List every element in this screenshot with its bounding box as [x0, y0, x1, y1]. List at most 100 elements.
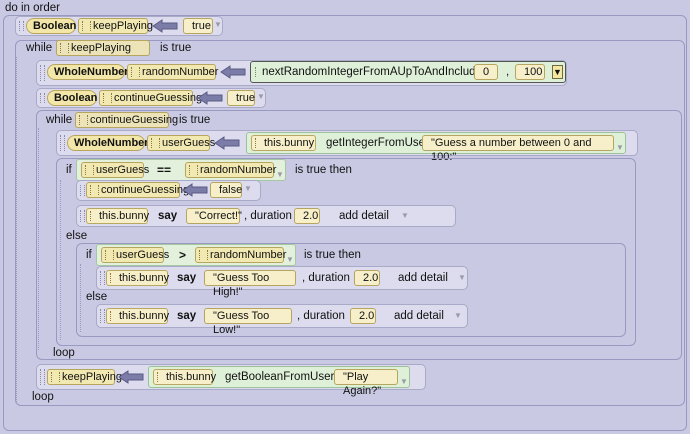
variable-continueguessing[interactable]: continueGuessing [99, 90, 202, 106]
variable-continueguessing[interactable]: continueGuessing [86, 182, 189, 198]
assign-arrow-icon [182, 183, 208, 197]
type-boolean[interactable]: Boolean [26, 18, 76, 34]
operand-userguess[interactable]: userGuess [81, 162, 149, 178]
prompt-string[interactable]: "Play Again?" [334, 369, 398, 397]
argument-separator: , [506, 66, 510, 78]
while-is-true: is true [179, 114, 211, 126]
duration-value[interactable]: 2.0 [354, 270, 380, 286]
if-block-equal [56, 158, 636, 346]
operand-userguess[interactable]: userGuess [101, 247, 169, 263]
duration-label: , duration [302, 272, 350, 284]
while-loop-outer [15, 40, 685, 406]
method-name: getBooleanFromUser [225, 371, 335, 383]
drag-grip-icon[interactable] [60, 135, 65, 151]
say-text[interactable]: "Correct!" [186, 208, 242, 224]
menu-triangle-icon[interactable]: ▼ [552, 65, 563, 79]
type-wholenumber[interactable]: WholeNumber [47, 64, 129, 80]
condition-equals[interactable]: userGuess == randomNumber ▼ [76, 159, 286, 181]
dropdown-triangle-icon[interactable]: ▼ [400, 377, 408, 386]
object-this-bunny[interactable]: this.bunny [153, 369, 216, 385]
assign-arrow-icon [197, 91, 223, 105]
literal-false[interactable]: false [210, 182, 242, 198]
drag-grip-icon[interactable] [100, 309, 105, 323]
method-say: say [177, 310, 197, 322]
variable-randomnumber[interactable]: randomNumber [127, 64, 218, 80]
assign-arrow-icon [118, 370, 144, 384]
while-keyword: while [46, 114, 73, 126]
assign-arrow-icon [152, 19, 178, 33]
assign-arrow-icon [220, 65, 246, 79]
function-name: nextRandomIntegerFromAUpToAndIncludingB [262, 66, 499, 78]
operator-greater: > [179, 248, 187, 262]
operand-randomnumber[interactable]: randomNumber [185, 162, 276, 178]
dropdown-triangle-icon[interactable]: ▼ [257, 92, 265, 101]
say-text[interactable]: "Guess Too Low!" [204, 308, 292, 336]
loop-label: loop [53, 347, 75, 359]
dropdown-triangle-icon[interactable]: ▼ [286, 255, 294, 264]
do-in-order-label: do in order [5, 2, 60, 14]
if-keyword: if [86, 249, 92, 261]
loop-gutter [16, 57, 26, 402]
drag-grip-icon[interactable] [40, 93, 45, 103]
dropdown-triangle-icon[interactable]: ▼ [454, 311, 462, 320]
add-detail-button[interactable]: add detail [394, 310, 444, 322]
drag-grip-icon[interactable] [40, 65, 45, 81]
argument-b[interactable]: 100 [515, 64, 545, 80]
duration-value[interactable]: 2.0 [294, 208, 320, 224]
duration-label: , duration [297, 310, 345, 322]
condition-keepplaying[interactable]: keepPlaying [56, 40, 150, 56]
function-nextrandominteger[interactable]: nextRandomIntegerFromAUpToAndIncludingB … [250, 61, 566, 83]
while-is-true: is true [160, 42, 192, 54]
dropdown-triangle-icon[interactable]: ▼ [401, 211, 409, 220]
prompt-string[interactable]: "Guess a number between 0 and 100:" [422, 135, 614, 163]
loop-label: loop [32, 391, 54, 403]
else-keyword: else [66, 230, 88, 242]
type-boolean[interactable]: Boolean [47, 90, 97, 106]
method-say: say [158, 210, 178, 222]
dropdown-triangle-icon[interactable]: ▼ [458, 273, 466, 282]
say-text[interactable]: "Guess Too High!" [204, 270, 296, 298]
variable-keepplaying[interactable]: keepPlaying [78, 18, 153, 34]
statement-say-correct[interactable] [76, 205, 456, 227]
add-detail-button[interactable]: add detail [339, 210, 389, 222]
object-this-bunny[interactable]: this.bunny [106, 270, 169, 286]
method-name: getIntegerFromUser [326, 137, 429, 149]
function-getbooleanfromuser[interactable]: this.bunny getBooleanFromUser "Play Agai… [148, 366, 410, 397]
function-getintegerfromuser[interactable]: this.bunny getIntegerFromUser "Guess a n… [246, 132, 626, 163]
object-this-bunny[interactable]: this.bunny [106, 308, 169, 324]
drag-grip-icon[interactable] [80, 210, 85, 222]
if-is-true-then: is true then [304, 249, 361, 261]
variable-keepplaying[interactable]: keepPlaying [47, 369, 122, 385]
argument-a[interactable]: 0 [474, 64, 498, 80]
drag-grip-icon[interactable] [80, 185, 85, 196]
assign-arrow-icon [214, 136, 240, 150]
else-keyword: else [86, 291, 108, 303]
dropdown-triangle-icon[interactable]: ▼ [244, 184, 252, 193]
duration-label: , duration [244, 210, 292, 222]
add-detail-button[interactable]: add detail [398, 272, 448, 284]
loop-gutter [38, 128, 48, 350]
condition-greater[interactable]: userGuess > randomNumber ▼ [96, 244, 296, 266]
while-keyword: while [26, 42, 53, 54]
dropdown-triangle-icon[interactable]: ▼ [616, 143, 624, 152]
type-wholenumber[interactable]: WholeNumber [67, 135, 149, 151]
operand-randomnumber[interactable]: randomNumber [195, 247, 286, 263]
literal-true[interactable]: true [183, 18, 213, 34]
operator-equals: == [157, 163, 172, 177]
if-gutter [80, 264, 90, 332]
drag-grip-icon[interactable] [19, 21, 24, 31]
if-block-greater [76, 243, 626, 337]
condition-continueguessing[interactable]: continueGuessing [75, 112, 178, 128]
if-keyword: if [66, 164, 72, 176]
do-in-order-block [3, 15, 687, 431]
literal-true[interactable]: true [227, 90, 255, 106]
dropdown-triangle-icon[interactable]: ▼ [214, 20, 222, 29]
object-this-bunny[interactable]: this.bunny [251, 135, 316, 151]
duration-value[interactable]: 2.0 [350, 308, 376, 324]
dropdown-triangle-icon[interactable]: ▼ [276, 170, 284, 179]
drag-grip-icon[interactable] [40, 369, 45, 385]
object-this-bunny[interactable]: this.bunny [86, 208, 149, 224]
if-gutter [60, 180, 70, 340]
variable-userguess[interactable]: userGuess [147, 135, 215, 151]
drag-grip-icon[interactable] [100, 271, 105, 285]
